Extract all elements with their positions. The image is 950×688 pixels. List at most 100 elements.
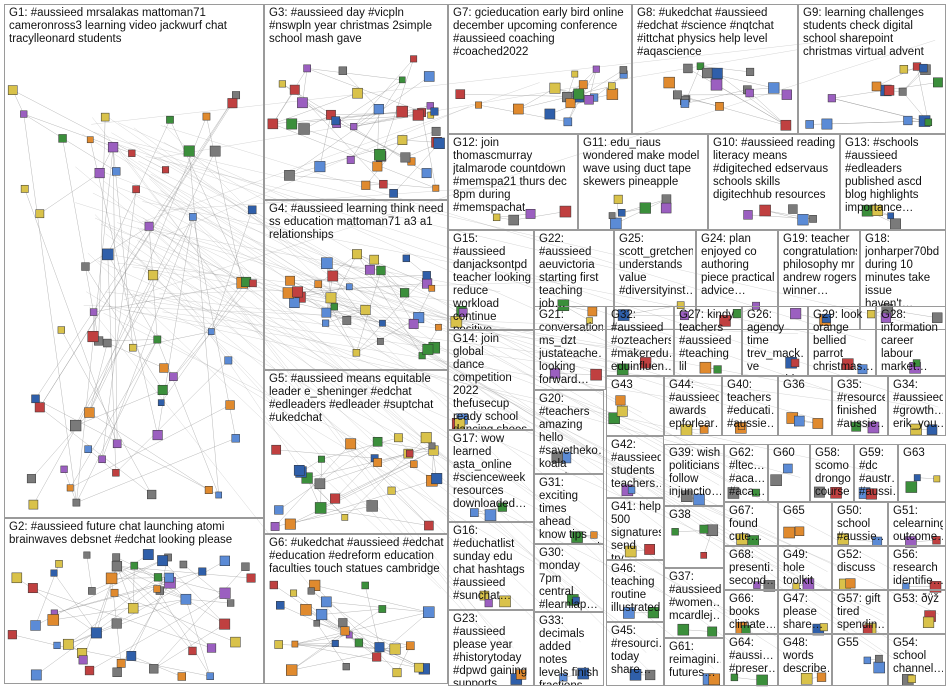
node-avatar-g7[interactable]	[475, 101, 483, 109]
node-avatar-g2[interactable]	[30, 620, 41, 631]
node-avatar-g25[interactable]	[617, 309, 630, 321]
node-avatar-g24[interactable]	[719, 315, 731, 327]
node-avatar-g35[interactable]	[867, 421, 880, 434]
node-avatar-g58[interactable]	[830, 486, 842, 499]
node-avatar-g8[interactable]	[683, 63, 693, 74]
node-avatar-g5[interactable]	[270, 522, 280, 531]
node-avatar-g5[interactable]	[428, 442, 436, 450]
node-avatar-g3[interactable]	[410, 55, 418, 63]
node-avatar-g12[interactable]	[525, 208, 536, 219]
node-avatar-g51[interactable]	[932, 536, 941, 545]
node-avatar-g1[interactable]	[20, 110, 28, 118]
node-avatar-g22[interactable]	[557, 299, 570, 312]
node-avatar-g1[interactable]	[152, 430, 163, 441]
node-avatar-g35[interactable]	[851, 421, 862, 432]
node-avatar-g2[interactable]	[84, 665, 95, 676]
node-avatar-g29[interactable]	[857, 364, 868, 375]
node-avatar-g1[interactable]	[72, 498, 81, 507]
node-avatar-g3[interactable]	[430, 107, 439, 116]
node-avatar-g15[interactable]	[450, 316, 463, 328]
node-avatar-g3[interactable]	[433, 137, 445, 150]
node-avatar-g7[interactable]	[608, 82, 616, 90]
node-avatar-g1[interactable]	[227, 98, 238, 109]
node-avatar-g7[interactable]	[544, 108, 556, 120]
node-avatar-g5[interactable]	[410, 460, 418, 468]
node-avatar-g9[interactable]	[871, 81, 882, 92]
node-avatar-g8[interactable]	[710, 78, 723, 91]
node-avatar-g23[interactable]	[516, 669, 527, 680]
node-avatar-g11[interactable]	[617, 209, 626, 217]
node-avatar-g6[interactable]	[389, 643, 401, 655]
node-avatar-g1[interactable]	[183, 145, 195, 157]
node-avatar-g3[interactable]	[421, 168, 432, 179]
node-avatar-g10[interactable]	[759, 204, 771, 217]
node-avatar-g7[interactable]	[549, 82, 561, 94]
node-avatar-g16[interactable]	[479, 590, 490, 601]
node-avatar-g5[interactable]	[274, 505, 284, 515]
node-avatar-g2[interactable]	[110, 588, 119, 597]
node-avatar-g1[interactable]	[231, 434, 240, 443]
node-avatar-g8[interactable]	[701, 67, 713, 79]
node-avatar-g8[interactable]	[781, 89, 792, 100]
node-avatar-g3[interactable]	[331, 116, 341, 126]
node-avatar-g50[interactable]	[837, 533, 849, 545]
node-avatar-g10[interactable]	[743, 210, 753, 220]
node-avatar-g6[interactable]	[286, 664, 298, 676]
node-avatar-g2[interactable]	[188, 646, 197, 656]
node-avatar-g6[interactable]	[269, 580, 278, 590]
node-avatar-g1[interactable]	[34, 402, 45, 413]
node-avatar-g1[interactable]	[215, 491, 223, 499]
node-avatar-g21[interactable]	[549, 368, 561, 379]
node-avatar-g5[interactable]	[314, 478, 326, 490]
node-avatar-g4[interactable]	[322, 319, 330, 327]
node-avatar-g34[interactable]	[910, 423, 922, 436]
node-avatar-g52[interactable]	[845, 578, 856, 589]
node-avatar-g6[interactable]	[313, 620, 321, 627]
node-avatar-g4[interactable]	[379, 319, 386, 327]
node-avatar-g4[interactable]	[400, 288, 410, 298]
node-avatar-g9[interactable]	[827, 94, 836, 103]
node-avatar-g3[interactable]	[338, 66, 348, 75]
node-avatar-g1[interactable]	[28, 499, 39, 510]
node-avatar-g2[interactable]	[78, 655, 88, 665]
node-avatar-g2[interactable]	[116, 658, 126, 668]
node-avatar-g1[interactable]	[189, 213, 197, 221]
node-avatar-g3[interactable]	[326, 109, 336, 120]
node-avatar-g11[interactable]	[608, 212, 616, 219]
node-avatar-g60[interactable]	[770, 474, 782, 486]
node-avatar-g1[interactable]	[209, 145, 221, 157]
node-avatar-g3[interactable]	[298, 123, 310, 135]
node-avatar-g5[interactable]	[372, 436, 383, 447]
node-avatar-g46[interactable]	[647, 607, 659, 619]
node-avatar-g68[interactable]	[763, 580, 776, 592]
node-avatar-g62[interactable]	[752, 488, 760, 497]
node-avatar-g62[interactable]	[727, 487, 740, 499]
node-avatar-g13[interactable]	[890, 218, 901, 230]
node-avatar-g19[interactable]	[790, 308, 802, 320]
node-avatar-g2[interactable]	[88, 587, 96, 595]
node-avatar-g9[interactable]	[919, 63, 928, 73]
node-avatar-g3[interactable]	[389, 189, 398, 198]
node-avatar-g15[interactable]	[458, 308, 468, 318]
node-avatar-g58[interactable]	[813, 486, 825, 498]
node-avatar-g7[interactable]	[565, 98, 576, 109]
node-avatar-g2[interactable]	[219, 618, 231, 630]
node-avatar-g53[interactable]	[922, 616, 935, 628]
node-avatar-g1[interactable]	[247, 205, 257, 215]
node-avatar-g17[interactable]	[497, 502, 507, 512]
node-avatar-g3[interactable]	[412, 109, 424, 121]
node-avatar-g49[interactable]	[802, 578, 815, 590]
node-avatar-g25[interactable]	[676, 301, 685, 309]
node-avatar-g7[interactable]	[592, 65, 600, 73]
node-avatar-g4[interactable]	[330, 303, 338, 311]
node-avatar-g4[interactable]	[408, 319, 419, 329]
node-avatar-g39[interactable]	[681, 490, 693, 502]
node-avatar-g55[interactable]	[873, 661, 885, 674]
node-avatar-g5[interactable]	[301, 472, 313, 484]
node-avatar-g1[interactable]	[204, 486, 213, 494]
node-avatar-g2[interactable]	[62, 638, 74, 650]
node-avatar-g3[interactable]	[400, 152, 411, 163]
node-avatar-g8[interactable]	[663, 76, 675, 89]
node-avatar-g11[interactable]	[639, 202, 651, 214]
node-avatar-g2[interactable]	[47, 614, 60, 626]
